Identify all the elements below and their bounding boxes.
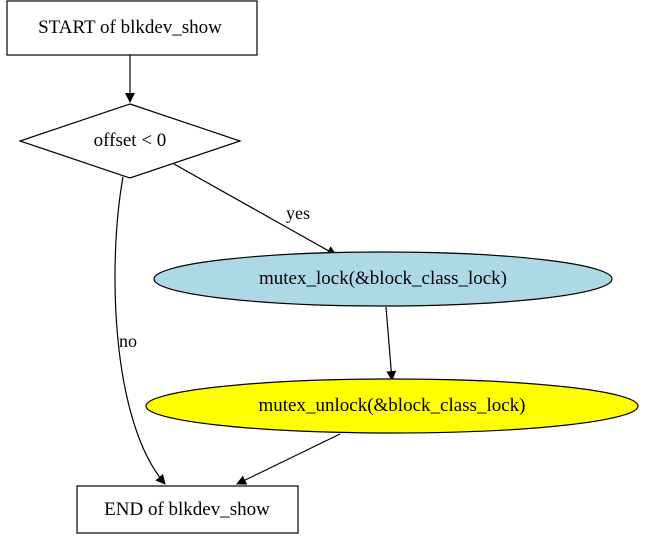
unlock-node-ellipse bbox=[145, 378, 639, 434]
edge-no bbox=[114, 176, 166, 485]
end-node: END of blkdev_show bbox=[76, 485, 299, 534]
lock-node-ellipse bbox=[153, 251, 613, 307]
unlock-node-label: mutex_unlock(&block_class_lock) bbox=[259, 395, 526, 416]
edge-yes bbox=[173, 163, 337, 256]
edge-label-no: no bbox=[119, 331, 137, 351]
decision-node-diamond bbox=[18, 103, 242, 179]
start-node: START of blkdev_show bbox=[6, 0, 258, 56]
lock-node-label: mutex_lock(&block_class_lock) bbox=[259, 268, 507, 289]
start-node-label: START of blkdev_show bbox=[38, 17, 222, 38]
edge-unlock-to-end bbox=[236, 433, 341, 485]
edge-lock-to-unlock bbox=[385, 306, 397, 381]
decision-node: offset < 0 bbox=[18, 103, 242, 179]
decision-node-label: offset < 0 bbox=[94, 130, 167, 151]
lock-node: mutex_lock(&block_class_lock) bbox=[153, 251, 613, 307]
unlock-node: mutex_unlock(&block_class_lock) bbox=[145, 378, 639, 434]
end-node-box bbox=[76, 485, 299, 534]
start-node-box bbox=[6, 0, 258, 56]
edge-label-yes: yes bbox=[286, 203, 310, 223]
end-node-label: END of blkdev_show bbox=[104, 499, 270, 520]
